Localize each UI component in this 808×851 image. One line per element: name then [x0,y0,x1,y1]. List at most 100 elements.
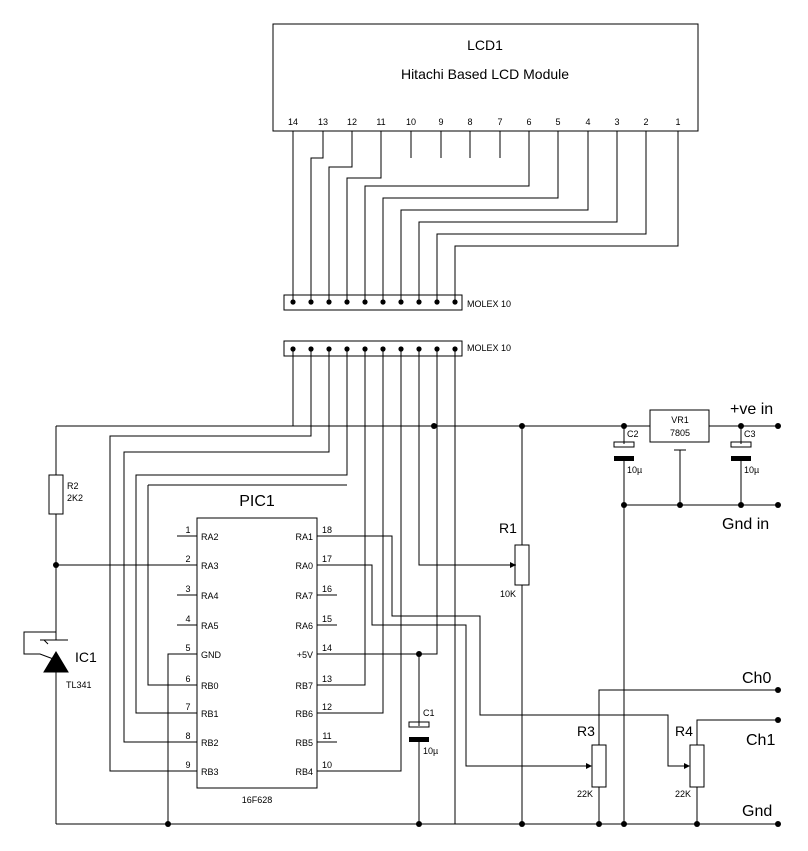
ic1-value: TL341 [66,680,92,690]
pic-pin-label-RB0: RB0 [201,681,219,691]
c2-value: 10µ [627,465,642,475]
potentiometer-r1 [514,544,530,586]
pic-pin-num-8: 8 [185,731,190,741]
lcd-pin-6: 6 [526,117,531,127]
lcd-description: Hitachi Based LCD Module [401,66,569,82]
junction-dot-10 [775,502,781,508]
top-pin-6 [380,299,386,305]
pic-pin-num-13: 13 [322,674,332,684]
top-pin-10 [452,299,458,305]
r3-wiper-arrow [586,763,592,769]
junction-dot-16 [519,821,525,827]
lcd-name: LCD1 [467,37,503,53]
pic-pin-label-RB1: RB1 [201,709,219,719]
r1-value: 10K [500,589,516,599]
capacitor-c3 [730,441,752,448]
pic-pin-num-18: 18 [322,525,332,535]
lcd-pin-10: 10 [406,117,416,127]
junction-dot-7 [621,502,627,508]
pic-pin-label-RB4: RB4 [295,767,313,777]
top-pin-5 [362,299,368,305]
junction-dot-18 [621,821,627,827]
terminal-gnd-in: Gnd in [722,516,769,533]
pic-pin-label-RA1: RA1 [295,532,313,542]
junction-dot-19 [694,821,700,827]
junction-dot-8 [677,502,683,508]
pic-pin-label-RA2: RA2 [201,532,219,542]
top-pin-8 [416,299,422,305]
lcd-unused-pin-stubs [410,131,501,158]
junction-dot-5 [738,423,744,429]
top-pin-4 [344,299,350,305]
capacitor-c1 [408,721,430,728]
pic-pin-num-4: 4 [185,614,190,624]
pic-pin-num-9: 9 [185,760,190,770]
r4-wiper-arrow [684,763,690,769]
junction-dot-6 [775,423,781,429]
capacitor-c2 [613,441,635,448]
pic-pin-num-7: 7 [185,702,190,712]
top-pin-1 [290,299,296,305]
junction-dot-14 [165,821,171,827]
c2-name: C2 [627,429,639,439]
pic-pin-label-RB6: RB6 [295,709,313,719]
top-pin-2 [308,299,314,305]
pic-pin-label-RB2: RB2 [201,738,219,748]
pic-pin-num-10: 10 [322,760,332,770]
pic-pin-label-GND: GND [201,650,222,660]
junction-dot-4 [621,423,627,429]
terminal-ve-in: +ve in [730,401,773,418]
ic1-shunt-regulator [23,631,69,673]
capacitor-c3-neg [731,456,751,461]
pic-pin-num-11: 11 [322,731,331,741]
potentiometer-r4 [689,744,705,788]
lcd-pin-13: 13 [318,117,328,127]
lcd-pin-7: 7 [497,117,502,127]
c1-value: 10µ [423,746,438,756]
lcd-module-box [272,23,699,132]
molex-top-pins [290,299,458,305]
lcd-pin-11: 11 [376,117,385,127]
resistor-r2 [48,474,64,515]
pic-pin-label-RA0: RA0 [295,561,313,571]
junction-dot-13 [775,717,781,723]
junction-dot-15 [416,821,422,827]
pic-pin-num-15: 15 [322,614,332,624]
junction-dot-2 [431,423,437,429]
pic-pin-label-RA6: RA6 [295,621,313,631]
c3-name: C3 [744,429,756,439]
molex-bottom-label: MOLEX 10 [467,343,511,353]
r1-wiper-arrow [510,562,516,568]
pic-pin-label-RB7: RB7 [295,681,313,691]
vr1-value: 7805 [670,428,690,438]
r2-value: 2K2 [67,493,83,503]
top-pin-7 [398,299,404,305]
lcd-pin-12: 12 [347,117,357,127]
potentiometer-r3 [591,744,607,788]
pic-pin-num-2: 2 [185,554,190,564]
pic-pin-num-5: 5 [185,643,190,653]
top-pin-3 [326,299,332,305]
pic-pin-label-RB3: RB3 [201,767,219,777]
r1-name: R1 [499,520,517,536]
ic1-name: IC1 [75,649,97,665]
lcd-pin-2: 2 [643,117,648,127]
pic-chip-body [196,517,318,789]
vr1-name: VR1 [671,415,689,425]
lcd-pin-14: 14 [288,117,298,127]
molex-connector-top [283,294,463,311]
junction-dot-12 [775,687,781,693]
pic-pin-label-RA7: RA7 [295,591,313,601]
molex-bottom-pins [290,346,458,352]
lcd-pin-5: 5 [555,117,560,127]
lcd-ribbon-wires [292,131,679,302]
pic-pin-num-6: 6 [185,674,190,684]
pic-pin-num-3: 3 [185,584,190,594]
pic-pin-label-RA4: RA4 [201,591,219,601]
c1-name: C1 [423,708,435,718]
top-pin-9 [434,299,440,305]
lcd-pin-3: 3 [614,117,619,127]
